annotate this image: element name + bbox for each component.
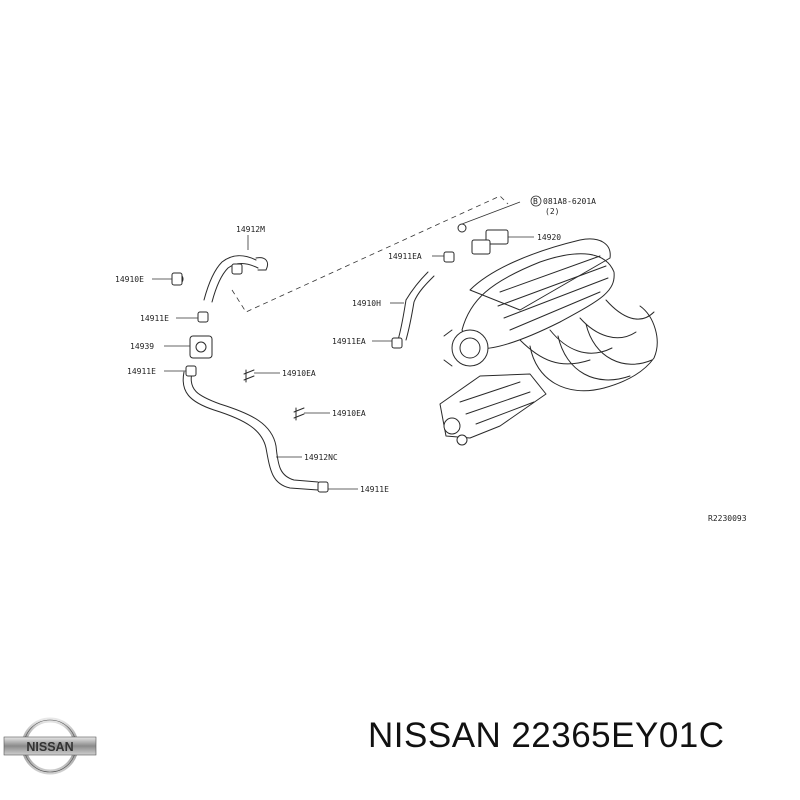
clamp-14910E <box>171 272 184 286</box>
callout-bolt: 081A8-6201A <box>543 197 596 206</box>
valve-14939 <box>189 335 213 359</box>
nissan-logo-text: NISSAN <box>26 740 73 754</box>
hose-14910H <box>391 251 455 349</box>
bolt-symbol: B <box>530 195 542 207</box>
diagram-ref-code: R2230093 <box>708 514 747 523</box>
callout-14910E: 14910E <box>115 275 144 284</box>
callout-14911E-middle: 14911E <box>127 367 156 376</box>
hose-14912M <box>203 255 269 303</box>
callout-14911EA-upper: 14911EA <box>388 252 422 261</box>
callout-14920: 14920 <box>537 233 561 242</box>
callout-14911E-upper: 14911E <box>140 314 169 323</box>
assembly-boundary <box>231 195 509 313</box>
lower-manifold <box>439 373 547 446</box>
nissan-logo: NISSAN <box>3 717 97 775</box>
callout-14912NC: 14912NC <box>304 453 338 462</box>
leader-lines <box>152 201 534 490</box>
hose-14912NC <box>182 365 329 493</box>
callout-14910EA-upper: 14910EA <box>282 369 316 378</box>
bolt-symbol-letter: B <box>533 197 538 206</box>
callout-14912M: 14912M <box>236 225 265 234</box>
caption-part-number: 22365EY01C <box>511 716 725 755</box>
callout-14910H: 14910H <box>352 299 381 308</box>
connector-14911E <box>197 311 209 323</box>
callout-14910EA-lower: 14910EA <box>332 409 366 418</box>
clamp-14910EA-lower <box>293 407 305 421</box>
intake-manifold <box>443 238 658 392</box>
caption-brand: NISSAN <box>368 716 502 755</box>
pcv-valve-14920 <box>457 223 509 255</box>
callout-bolt-qty: (2) <box>545 207 559 216</box>
clamp-14910EA-upper <box>243 369 255 383</box>
callout-14911EA-lower: 14911EA <box>332 337 366 346</box>
callout-14911E-lower: 14911E <box>360 485 389 494</box>
callout-14939: 14939 <box>130 342 154 351</box>
